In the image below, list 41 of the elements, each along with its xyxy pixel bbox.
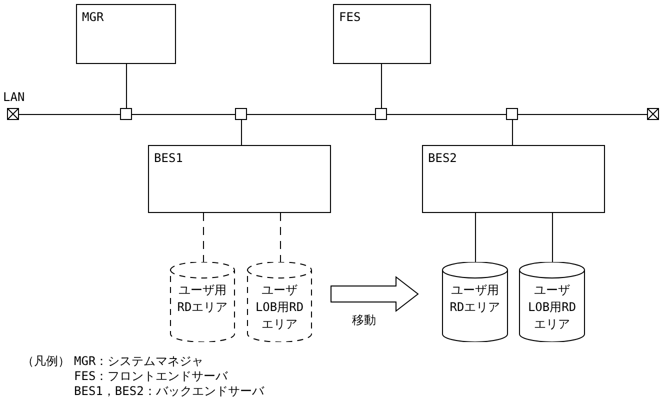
connector-line (381, 64, 382, 108)
connector-line (246, 114, 376, 115)
connector-line (475, 212, 476, 262)
server-box (422, 145, 605, 213)
connector-line (280, 212, 281, 262)
server-name: FES (339, 9, 361, 26)
connector-line (126, 64, 127, 108)
server-box (76, 4, 176, 64)
database-cylinder (519, 262, 585, 342)
database-cylinder (247, 262, 312, 342)
connector-line (512, 120, 513, 146)
connector-line (203, 212, 204, 262)
connector-line (552, 212, 553, 262)
area-label: ユーザ用RDエリア (448, 282, 502, 316)
legend-text: MGR：システムマネジャ (74, 354, 205, 369)
server-name: MGR (82, 9, 104, 26)
legend-heading: （凡例） (22, 354, 70, 370)
server-name: BES1 (154, 150, 183, 167)
connector-line (241, 120, 242, 146)
connector-line (18, 114, 120, 115)
connector-line (518, 114, 648, 115)
connector-line (132, 114, 236, 115)
legend-text: BES1，BES2：バックエンドサーバ (74, 384, 264, 399)
area-label: ユーザLOB用RDエリア (526, 282, 578, 333)
lan-junction (235, 108, 247, 120)
lan-junction (120, 108, 132, 120)
area-label: ユーザ用RDエリア (176, 282, 229, 316)
lan-junction (375, 108, 387, 120)
block-arrow (330, 276, 419, 312)
connector-line (386, 114, 506, 115)
edge-label: 移動 (352, 312, 376, 329)
lan-terminator (647, 108, 659, 120)
server-name: BES2 (428, 150, 457, 167)
server-box (333, 4, 431, 64)
server-box (148, 145, 331, 213)
lan-label: LAN (3, 89, 25, 106)
database-cylinder (442, 262, 508, 342)
area-label: ユーザLOB用RDエリア (254, 282, 305, 333)
legend-text: FES：フロントエンドサーバ (74, 369, 229, 384)
database-cylinder (170, 262, 235, 342)
lan-junction (506, 108, 518, 120)
